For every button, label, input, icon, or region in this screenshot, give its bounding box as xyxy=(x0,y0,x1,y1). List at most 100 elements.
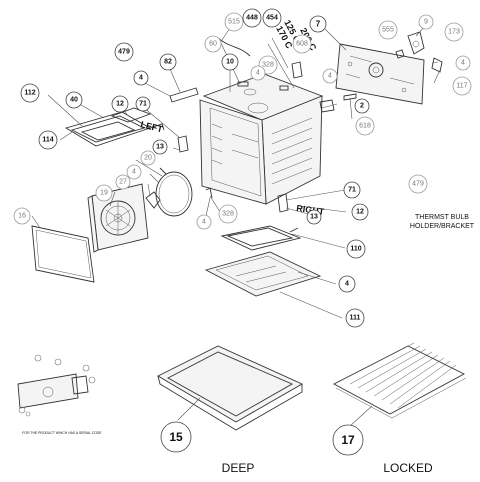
callout-112: 112 xyxy=(20,83,40,103)
screw-4 xyxy=(205,187,213,199)
svg-text:71: 71 xyxy=(348,187,356,194)
callout-13-left: 13 xyxy=(152,139,168,155)
svg-text:618: 618 xyxy=(359,123,371,130)
svg-text:2: 2 xyxy=(360,103,364,110)
callout-4-fan: 4 xyxy=(126,164,142,180)
svg-text:515: 515 xyxy=(228,19,240,26)
locked-label: LOCKED xyxy=(383,461,433,475)
svg-text:328: 328 xyxy=(262,62,274,69)
svg-text:82: 82 xyxy=(164,59,172,66)
oven-cavity xyxy=(199,73,324,205)
callout-479-thermostat: 479 xyxy=(408,174,428,194)
callout-4-plate: 4 xyxy=(338,275,356,293)
svg-text:60: 60 xyxy=(209,41,217,48)
callout-60: 60 xyxy=(204,35,222,53)
callout-19: 19 xyxy=(95,184,113,202)
svg-text:4: 4 xyxy=(345,281,349,288)
callout-71-left: 71 xyxy=(135,96,151,112)
svg-text:114: 114 xyxy=(42,137,53,144)
deep-tray xyxy=(157,345,303,431)
screw-618 xyxy=(343,93,357,101)
svg-text:479: 479 xyxy=(118,49,130,56)
callout-4-bracket: 4 xyxy=(133,70,149,86)
callout-17: 17 xyxy=(332,424,364,456)
svg-text:110: 110 xyxy=(350,246,361,253)
svg-text:448: 448 xyxy=(246,15,258,22)
bracket-71-left xyxy=(177,135,189,153)
callout-13-right: 13 xyxy=(306,209,322,225)
svg-text:17: 17 xyxy=(341,433,355,447)
bottom-heater xyxy=(220,225,302,251)
bracket-608 xyxy=(291,61,303,79)
callout-40: 40 xyxy=(65,91,83,109)
callout-173: 173 xyxy=(444,22,464,42)
svg-text:13: 13 xyxy=(310,214,318,221)
callout-4-top: 4 xyxy=(250,65,266,81)
callout-71-right: 71 xyxy=(343,181,361,199)
callout-27: 27 xyxy=(115,174,131,190)
callout-2: 2 xyxy=(354,98,370,114)
svg-text:454: 454 xyxy=(266,15,278,22)
svg-text:19: 19 xyxy=(100,190,108,197)
svg-text:20: 20 xyxy=(144,155,152,162)
callout-15: 15 xyxy=(160,421,192,453)
callout-7: 7 xyxy=(309,15,327,33)
callout-4-bottom: 4 xyxy=(196,214,212,230)
callout-12-right: 12 xyxy=(351,203,369,221)
thermostat-parts xyxy=(395,31,443,73)
callout-454: 454 xyxy=(262,8,282,28)
callout-82: 82 xyxy=(159,53,177,71)
callout-608: 608 xyxy=(292,34,312,54)
callout-114: 114 xyxy=(38,130,58,150)
svg-text:71: 71 xyxy=(139,101,147,108)
callout-16: 16 xyxy=(13,207,31,225)
callout-111: 111 xyxy=(345,308,365,328)
svg-text:7: 7 xyxy=(316,20,321,29)
svg-text:13: 13 xyxy=(156,144,164,151)
svg-text:4: 4 xyxy=(132,169,136,176)
callout-117: 117 xyxy=(452,76,472,96)
bottom-plate xyxy=(204,251,322,297)
svg-text:27: 27 xyxy=(119,179,127,186)
svg-text:12: 12 xyxy=(116,101,124,108)
rear-panel xyxy=(335,43,425,105)
svg-text:4: 4 xyxy=(328,73,332,80)
svg-text:111: 111 xyxy=(350,315,361,322)
svg-text:608: 608 xyxy=(296,41,308,48)
inset-note: FOR THE PRODUCT WHICH HAS A SERIAL CODE xyxy=(22,431,102,435)
bracket-82 xyxy=(169,87,199,103)
fan-assembly xyxy=(87,167,193,253)
inset-detail xyxy=(17,354,96,417)
svg-text:4: 4 xyxy=(461,60,465,67)
callout-110: 110 xyxy=(346,239,366,259)
thermostat-label-line1: THERMST BULB xyxy=(415,214,469,221)
svg-text:4: 4 xyxy=(202,219,206,226)
svg-text:117: 117 xyxy=(456,83,467,90)
svg-text:12: 12 xyxy=(356,209,364,216)
svg-text:16: 16 xyxy=(18,213,26,220)
svg-text:555: 555 xyxy=(382,27,394,34)
callout-12-left: 12 xyxy=(111,95,129,113)
callout-515: 515 xyxy=(224,12,244,32)
callout-4-right: 4 xyxy=(455,55,471,71)
callout-479: 479 xyxy=(114,42,134,62)
callout-20: 20 xyxy=(140,150,156,166)
svg-text:4: 4 xyxy=(256,70,260,77)
callout-4-rear: 4 xyxy=(322,68,338,84)
svg-text:112: 112 xyxy=(24,90,35,97)
knob-2 xyxy=(319,99,335,113)
svg-text:10: 10 xyxy=(226,59,234,66)
svg-text:173: 173 xyxy=(448,29,460,36)
bracket-71-right xyxy=(277,193,289,213)
svg-text:9: 9 xyxy=(424,19,428,26)
svg-text:40: 40 xyxy=(70,97,78,104)
deep-label: DEEP xyxy=(222,461,255,475)
callout-9: 9 xyxy=(418,14,434,30)
callout-555: 555 xyxy=(378,20,398,40)
door-gasket xyxy=(31,225,95,283)
svg-text:479: 479 xyxy=(412,181,424,188)
thermostat-label-line2: HOLDER/BRACKET xyxy=(410,223,475,230)
wire-rack xyxy=(333,342,467,419)
callout-328-bottom: 328 xyxy=(218,204,238,224)
